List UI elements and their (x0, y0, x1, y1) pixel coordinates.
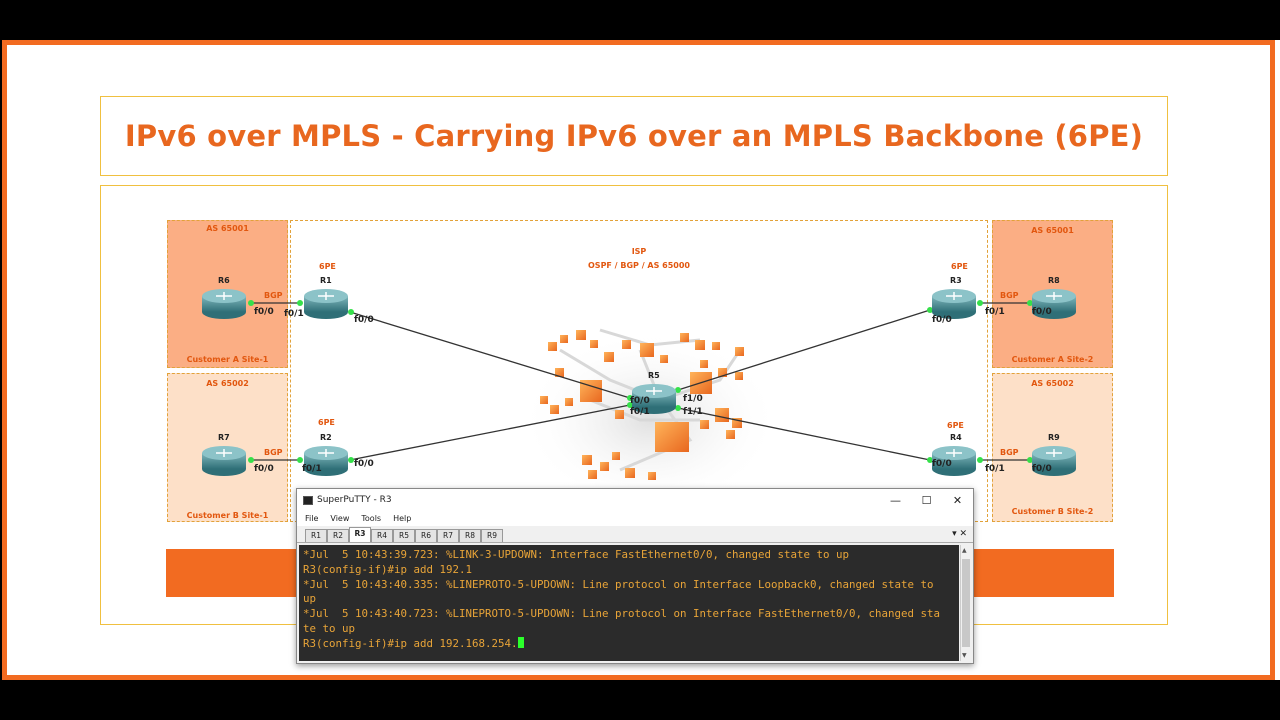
router-r1-label: R1 (320, 276, 332, 285)
terminal-current-input: R3(config-if)#ip add 192.168.254. (303, 636, 518, 650)
router-r7-label: R7 (218, 433, 230, 442)
tab-r8[interactable]: R8 (459, 529, 481, 542)
menu-tools[interactable]: Tools (361, 514, 382, 523)
bgp-label: BGP (264, 291, 283, 300)
region-name-label: Customer B Site-1 (186, 511, 269, 520)
terminal-line: *Jul 5 10:43:40.723: %LINEPROTO-5-UPDOWN… (303, 607, 941, 621)
superputty-window[interactable]: SuperPuTTY - R3 — ☐ ✕ File View Tools He… (296, 488, 974, 664)
terminal-output[interactable]: *Jul 5 10:43:39.723: %LINK-3-UPDOWN: Int… (299, 545, 959, 661)
router-r3-role: 6PE (951, 262, 968, 271)
iface-label: f0/0 (932, 315, 952, 325)
iface-label: f0/0 (932, 459, 952, 469)
region-as-label: AS 65001 (1031, 226, 1074, 235)
router-r6-label: R6 (218, 276, 230, 285)
iface-label: f0/1 (284, 309, 304, 319)
close-button[interactable]: ✕ (952, 493, 963, 507)
tab-r6[interactable]: R6 (415, 529, 437, 542)
terminal-scrollbar[interactable]: ▲ ▼ (960, 545, 971, 661)
iface-label: f0/0 (354, 459, 374, 469)
terminal-line: *Jul 5 10:43:39.723: %LINK-3-UPDOWN: Int… (303, 548, 850, 561)
tab-r7[interactable]: R7 (437, 529, 459, 542)
slide-title: IPv6 over MPLS - Carrying IPv6 over an M… (124, 119, 1144, 153)
iface-label: f0/1 (985, 464, 1005, 474)
bgp-label: BGP (1000, 291, 1019, 300)
window-edge (1275, 40, 1280, 680)
iface-label: f0/1 (302, 464, 322, 474)
iface-label: f0/0 (254, 307, 274, 317)
menu-bar: File View Tools Help (297, 511, 973, 526)
iface-label: f1/0 (683, 394, 703, 404)
session-tabs: R1 R2 R3 R4 R5 R6 R7 R8 R9 ▾ ✕ (297, 526, 973, 543)
bgp-label: BGP (264, 448, 283, 457)
region-name-label: Customer A Site-1 (186, 355, 269, 364)
tab-controls[interactable]: ▾ ✕ (952, 529, 967, 539)
router-r2-role: 6PE (318, 418, 335, 427)
terminal-prompt-line[interactable]: R3(config-if)#ip add 192.168.254. (303, 636, 955, 652)
tab-r2[interactable]: R2 (327, 529, 349, 542)
tab-r9[interactable]: R9 (481, 529, 503, 542)
region-isp: ISP OSPF / BGP / AS 65000 (290, 220, 988, 522)
tab-r1[interactable]: R1 (305, 529, 327, 542)
menu-file[interactable]: File (305, 514, 319, 523)
router-r4-role: 6PE (947, 421, 964, 430)
iface-label: f0/0 (254, 464, 274, 474)
iface-label: f0/1 (985, 307, 1005, 317)
tab-r3[interactable]: R3 (349, 527, 371, 542)
window-title: SuperPuTTY - R3 (317, 495, 392, 505)
region-as-label: AS 65002 (206, 379, 249, 388)
iface-label: f0/1 (630, 407, 650, 417)
bgp-label: BGP (1000, 448, 1019, 457)
terminal-line: R3(config-if)#ip add 192.1 (303, 562, 473, 576)
scroll-down-icon[interactable]: ▼ (962, 652, 967, 659)
router-r2-label: R2 (320, 433, 332, 442)
iface-label: f0/0 (630, 396, 650, 406)
maximize-button[interactable]: ☐ (921, 493, 932, 507)
iface-label: f0/0 (1032, 464, 1052, 474)
isp-subtitle: OSPF / BGP / AS 65000 (588, 261, 690, 270)
router-r8-label: R8 (1048, 276, 1060, 285)
region-customer-b-site1: AS 65002 Customer B Site-1 (167, 373, 288, 522)
tab-r5[interactable]: R5 (393, 529, 415, 542)
router-r5-label: R5 (648, 371, 660, 380)
router-r4-label: R4 (950, 433, 962, 442)
router-r9-label: R9 (1048, 433, 1060, 442)
terminal-app-icon (303, 495, 313, 505)
scroll-up-icon[interactable]: ▲ (962, 547, 967, 554)
window-titlebar[interactable]: SuperPuTTY - R3 — ☐ ✕ (297, 489, 973, 511)
terminal-line: *Jul 5 10:43:40.335: %LINEPROTO-5-UPDOWN… (303, 577, 934, 591)
region-name-label: Customer B Site-2 (1011, 507, 1094, 516)
router-r1-role: 6PE (319, 262, 336, 271)
iface-label: f1/1 (683, 407, 703, 417)
terminal-cursor (517, 636, 524, 648)
isp-title: ISP (631, 247, 647, 256)
region-as-label: AS 65002 (1031, 379, 1074, 388)
router-r3-label: R3 (950, 276, 962, 285)
scrollbar-thumb[interactable] (962, 559, 970, 647)
menu-help[interactable]: Help (393, 514, 412, 523)
iface-label: f0/0 (354, 315, 374, 325)
minimize-button[interactable]: — (890, 493, 901, 507)
tab-r4[interactable]: R4 (371, 529, 393, 542)
region-name-label: Customer A Site-2 (1011, 355, 1094, 364)
iface-label: f0/0 (1032, 307, 1052, 317)
terminal-line: up (303, 592, 317, 606)
terminal-line: te to up (303, 621, 356, 635)
title-box: IPv6 over MPLS - Carrying IPv6 over an M… (100, 96, 1168, 176)
menu-view[interactable]: View (330, 514, 350, 523)
region-as-label: AS 65001 (206, 224, 249, 233)
